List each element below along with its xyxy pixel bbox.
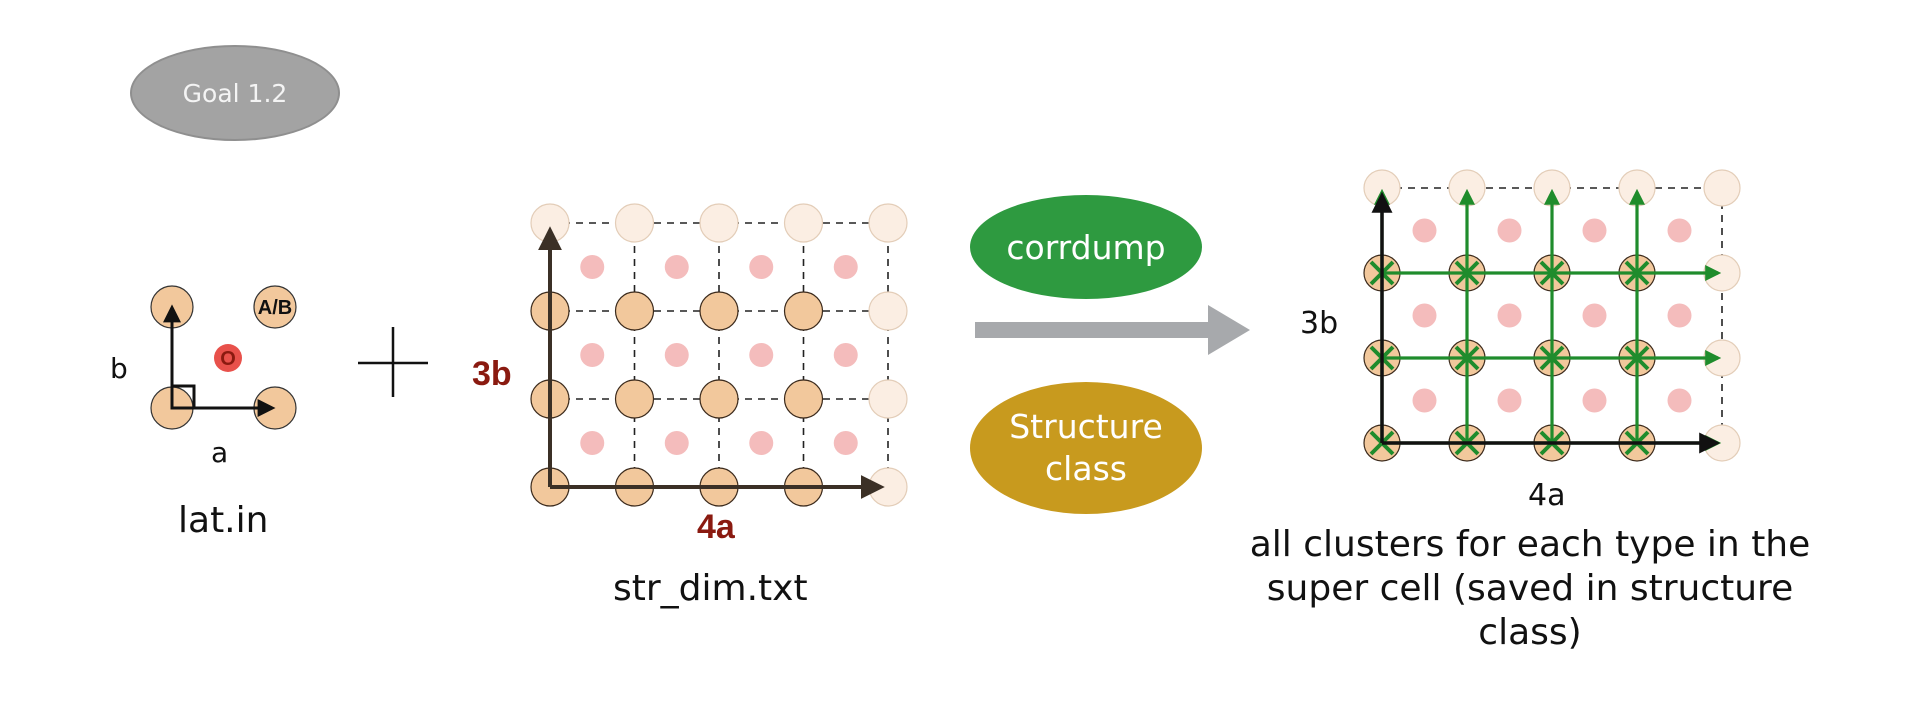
o-site bbox=[749, 431, 774, 455]
corrdump-label: corrdump bbox=[1006, 227, 1166, 267]
o-site bbox=[664, 255, 689, 279]
supercell-output-caption: all clusters for each type in the super … bbox=[1249, 524, 1811, 653]
supercell-output-y-label: 3b bbox=[1300, 306, 1339, 341]
supercell-output bbox=[1363, 169, 1741, 462]
o-site bbox=[214, 344, 242, 372]
o-site bbox=[580, 431, 605, 455]
o-site bbox=[833, 431, 858, 455]
process-arrow bbox=[975, 305, 1250, 355]
o-site bbox=[664, 343, 689, 367]
site-o-label: O bbox=[220, 348, 236, 370]
supercell-input-x-label: 4a bbox=[697, 508, 735, 546]
o-site bbox=[1497, 388, 1522, 413]
lattice-site bbox=[783, 291, 824, 331]
o-site bbox=[580, 255, 605, 279]
o-site bbox=[833, 255, 858, 279]
lattice-site bbox=[699, 291, 739, 331]
lattice-site bbox=[699, 379, 739, 419]
lattice-site bbox=[614, 379, 655, 419]
supercell-output-x-label: 4a bbox=[1528, 478, 1566, 513]
cluster-marker bbox=[1539, 345, 1565, 371]
o-site bbox=[749, 343, 774, 367]
o-site bbox=[664, 431, 689, 455]
unit-cell bbox=[150, 285, 297, 430]
o-site bbox=[1582, 388, 1607, 413]
cluster-marker bbox=[1539, 260, 1565, 286]
site-ab-label: A/B bbox=[258, 297, 292, 319]
cluster-marker bbox=[1624, 345, 1650, 371]
goal-label: Goal 1.2 bbox=[182, 78, 288, 108]
o-site bbox=[1412, 218, 1437, 243]
axis-a-label: a bbox=[211, 436, 229, 469]
o-site bbox=[833, 343, 858, 367]
periodic-image-site bbox=[1703, 169, 1741, 207]
lattice-site bbox=[614, 291, 655, 331]
structure-class-label: Structure class bbox=[1009, 407, 1163, 488]
o-site bbox=[1497, 303, 1522, 328]
periodic-image-site bbox=[699, 203, 739, 243]
cluster-marker bbox=[1454, 345, 1480, 371]
lattice-site bbox=[783, 379, 824, 419]
o-site bbox=[1582, 218, 1607, 243]
o-site bbox=[1582, 303, 1607, 328]
lat-in-label: lat.in bbox=[178, 500, 269, 541]
o-site bbox=[749, 255, 774, 279]
periodic-image-site bbox=[868, 291, 908, 331]
o-site bbox=[1412, 303, 1437, 328]
supercell-input-y-label: 3b bbox=[472, 355, 512, 393]
o-site bbox=[1667, 218, 1692, 243]
cluster-marker bbox=[1624, 260, 1650, 286]
lattice-site-ab bbox=[253, 285, 297, 329]
o-site bbox=[1667, 388, 1692, 413]
o-site bbox=[1497, 218, 1522, 243]
plus-icon bbox=[358, 327, 428, 397]
goal-badge: Goal 1.2 bbox=[130, 45, 340, 141]
periodic-image-site bbox=[868, 379, 908, 419]
corrdump-process: corrdump bbox=[970, 195, 1202, 299]
o-site bbox=[1667, 303, 1692, 328]
supercell-input bbox=[530, 203, 908, 507]
cluster-marker bbox=[1454, 260, 1480, 286]
o-site bbox=[1412, 388, 1437, 413]
str-dim-label: str_dim.txt bbox=[613, 568, 808, 609]
periodic-image-site bbox=[868, 203, 908, 243]
periodic-image-site bbox=[614, 203, 655, 243]
periodic-image-site bbox=[783, 203, 824, 243]
structure-class-process: Structure class bbox=[970, 382, 1202, 514]
o-site bbox=[580, 343, 605, 367]
axis-b-label: b bbox=[110, 352, 128, 385]
